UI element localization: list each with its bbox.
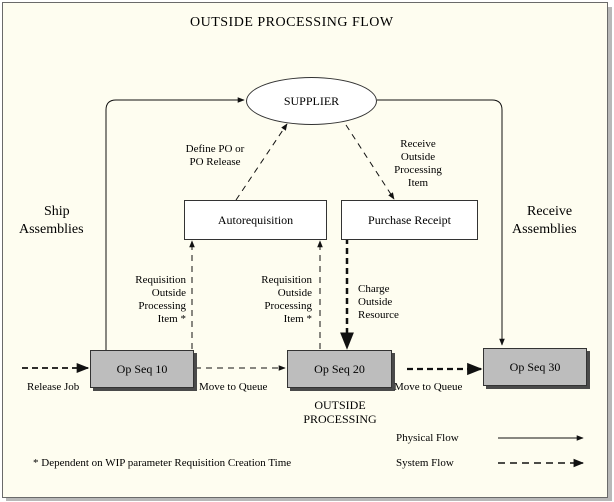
- op-seq-10-node: Op Seq 10: [90, 350, 194, 388]
- req-a-line3: Processing: [138, 300, 186, 312]
- ship-label-line2: Assemblies: [19, 222, 84, 237]
- receive-item-line3: Processing: [394, 164, 442, 176]
- legend-system-label: System Flow: [396, 457, 454, 469]
- move-queue-label-2: Move to Queue: [394, 381, 463, 393]
- charge-line2: Outside: [358, 296, 393, 308]
- req-b-line3: Processing: [264, 300, 312, 312]
- charge-line3: Resource: [358, 309, 399, 321]
- ship-label-line1: Ship: [44, 204, 70, 219]
- receive-label-line1: Receive: [527, 204, 573, 219]
- edge-define-po: [235, 123, 288, 201]
- define-po-line1: Define PO or: [185, 143, 245, 155]
- receive-item-line4: Item: [407, 177, 429, 189]
- receive-label-line2: Assemblies: [512, 222, 577, 237]
- charge-line1: Charge: [358, 283, 390, 295]
- footnote: * Dependent on WIP parameter Requisition…: [33, 457, 292, 469]
- outside-processing-line2: PROCESSING: [303, 412, 377, 426]
- legend-physical-label: Physical Flow: [396, 432, 459, 444]
- req-a-line4: Item *: [157, 313, 186, 325]
- receive-item-line2: Outside: [400, 151, 436, 163]
- define-po-line2: PO Release: [189, 156, 241, 168]
- edge-receive-item: [345, 124, 395, 200]
- supplier-node: SUPPLIER: [246, 77, 377, 125]
- purchase-receipt-node: Purchase Receipt: [341, 200, 478, 240]
- outside-processing-line1: OUTSIDE: [314, 398, 366, 412]
- frame-shadow: [6, 498, 612, 501]
- edge-receive-assemblies: [377, 99, 505, 346]
- req-b-line4: Item *: [283, 313, 312, 325]
- req-a-line1: Requisition: [135, 274, 186, 286]
- op-seq-30-node: Op Seq 30: [483, 348, 587, 386]
- edge-ship-assemblies: [105, 97, 245, 350]
- req-b-line1: Requisition: [261, 274, 312, 286]
- op-seq-20-node: Op Seq 20: [287, 350, 392, 388]
- req-b-line2: Outside: [277, 287, 312, 299]
- move-queue-label-1: Move to Queue: [199, 381, 268, 393]
- autorequisition-node: Autorequisition: [184, 200, 327, 240]
- diagram-title: OUTSIDE PROCESSING FLOW: [190, 15, 394, 30]
- release-job-label: Release Job: [27, 381, 80, 393]
- req-a-line2: Outside: [151, 287, 186, 299]
- receive-item-line1: Receive: [400, 138, 436, 150]
